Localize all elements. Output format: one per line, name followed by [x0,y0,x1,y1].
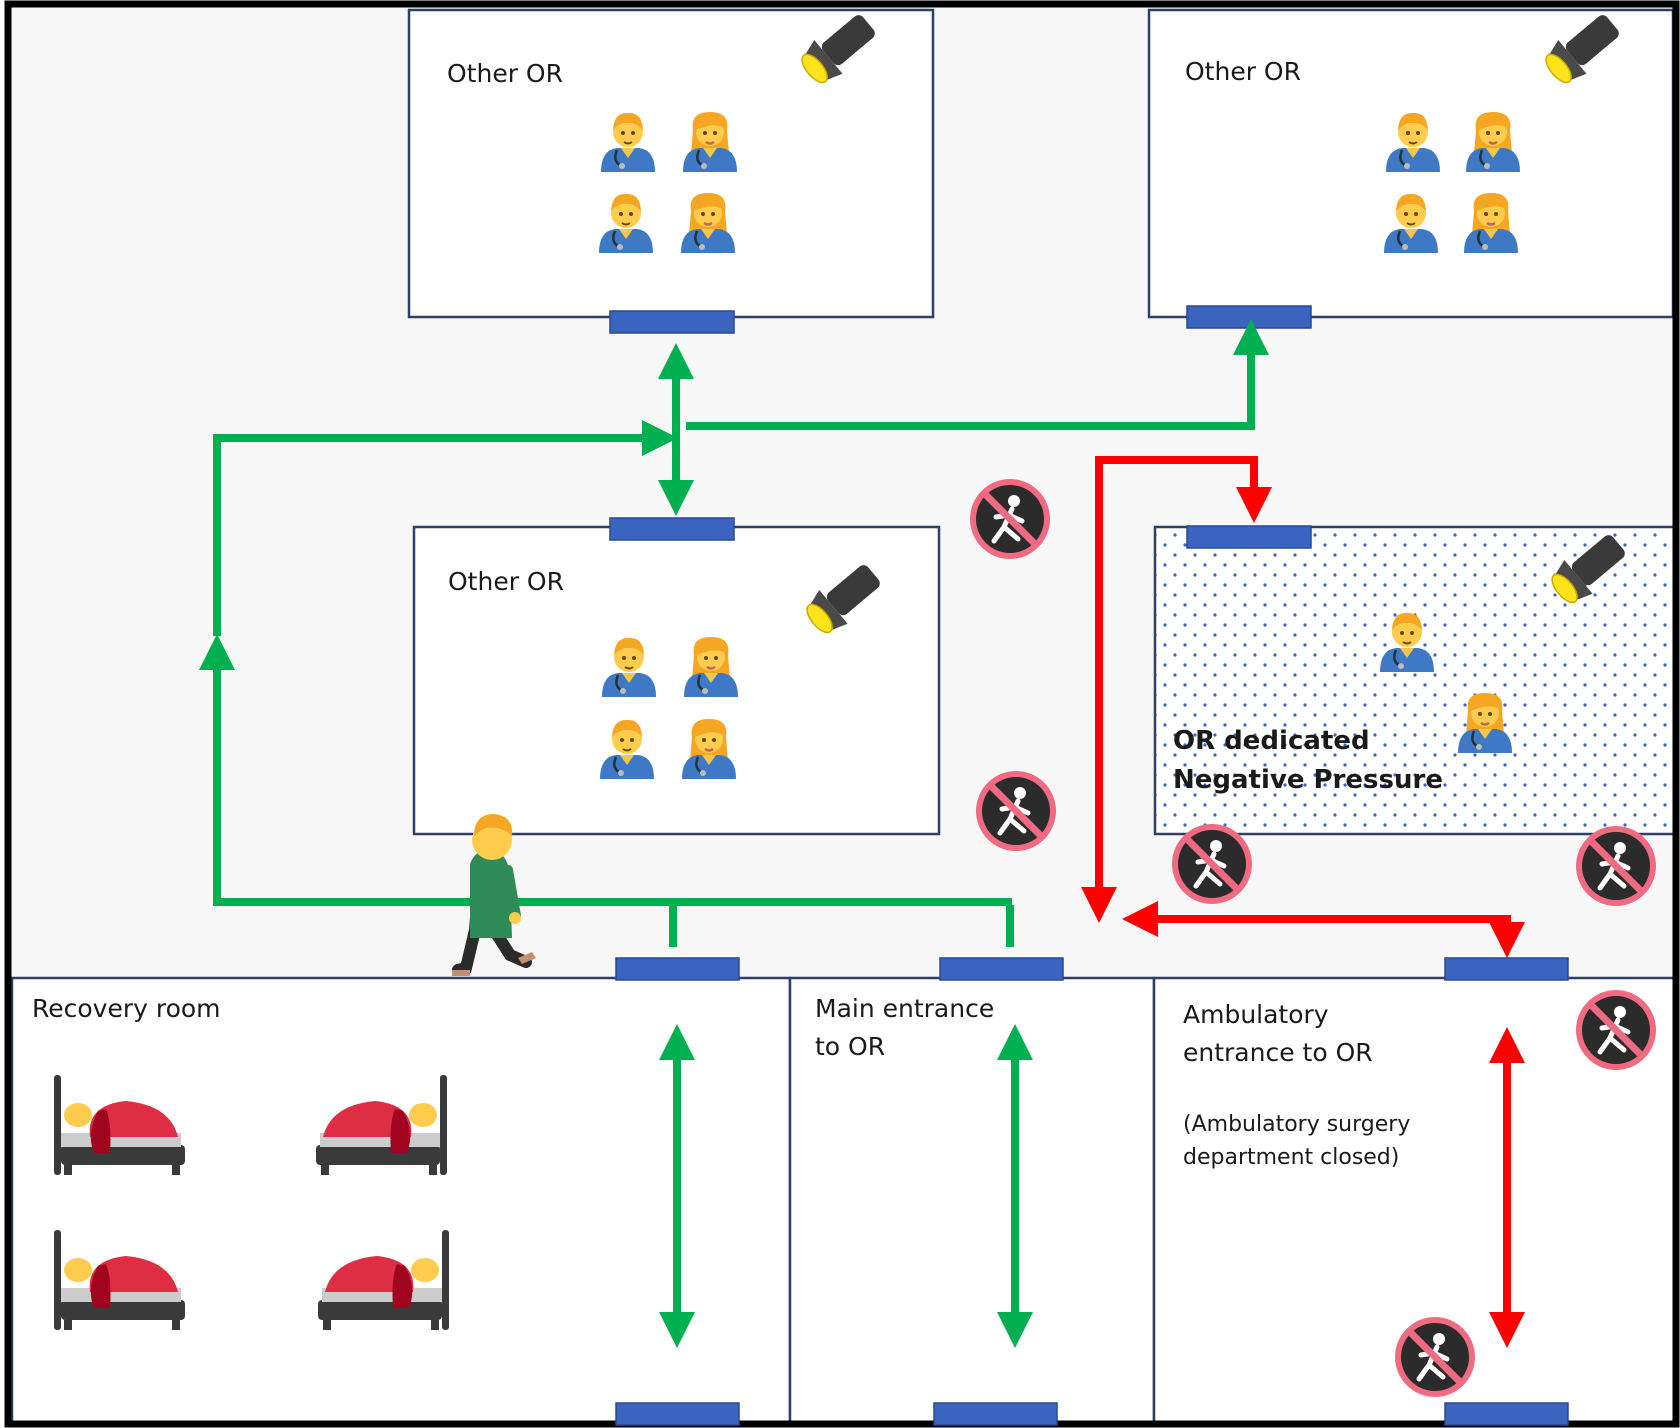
no-pedestrian-icon [976,771,1056,851]
walking-person-icon [452,814,536,976]
or-top-right-label: Other OR [1185,57,1301,86]
no-pedestrian-icon [1172,824,1252,904]
door-ambulatory-bottom [1444,1402,1569,1426]
room-other-or-top-left [407,8,935,319]
or-top-left-label: Other OR [447,59,563,88]
door-recovery-bottom [615,1402,740,1426]
clean-path-to-corridor-hub [213,420,678,636]
door-main-entrance-top [939,957,1064,981]
no-pedestrian-icon [1395,1317,1475,1397]
covid-path-network [1081,456,1525,1348]
covid-path-to-negative-pressure-or [1081,456,1272,923]
door-recovery-top [615,957,740,981]
ambulatory-closed-note: (Ambulatory surgery department closed) [1183,1112,1411,1170]
clean-path-to-top-right-or [686,319,1269,430]
recovery-room-label: Recovery room [32,994,221,1023]
door-ambulatory-top [1444,957,1569,981]
clean-path-corridor-main [213,672,1012,906]
door-negative-pressure-or [1186,525,1312,549]
door-top-right-or [1186,305,1312,329]
or-middle-label: Other OR [448,567,564,596]
building-outer-wall [4,0,1680,1428]
door-top-left-or [609,310,735,334]
no-pedestrian-icon [1576,826,1656,906]
door-middle-or [609,517,735,541]
ambulatory-entrance-label: Ambulatory entrance to OR [1183,1000,1373,1067]
or-negative-pressure-label: OR dedicated Negative Pressure [1173,726,1443,795]
no-pedestrian-icon [970,479,1050,559]
main-entrance-label: Main entrance to OR [815,994,995,1061]
clean-path-network [199,319,1269,1348]
door-main-entrance-bottom [933,1402,1058,1426]
room-main-entrance [788,976,1156,1426]
no-pedestrian-icon [1576,990,1656,1070]
covid-path-ambulatory-to-corridor [1122,901,1525,958]
